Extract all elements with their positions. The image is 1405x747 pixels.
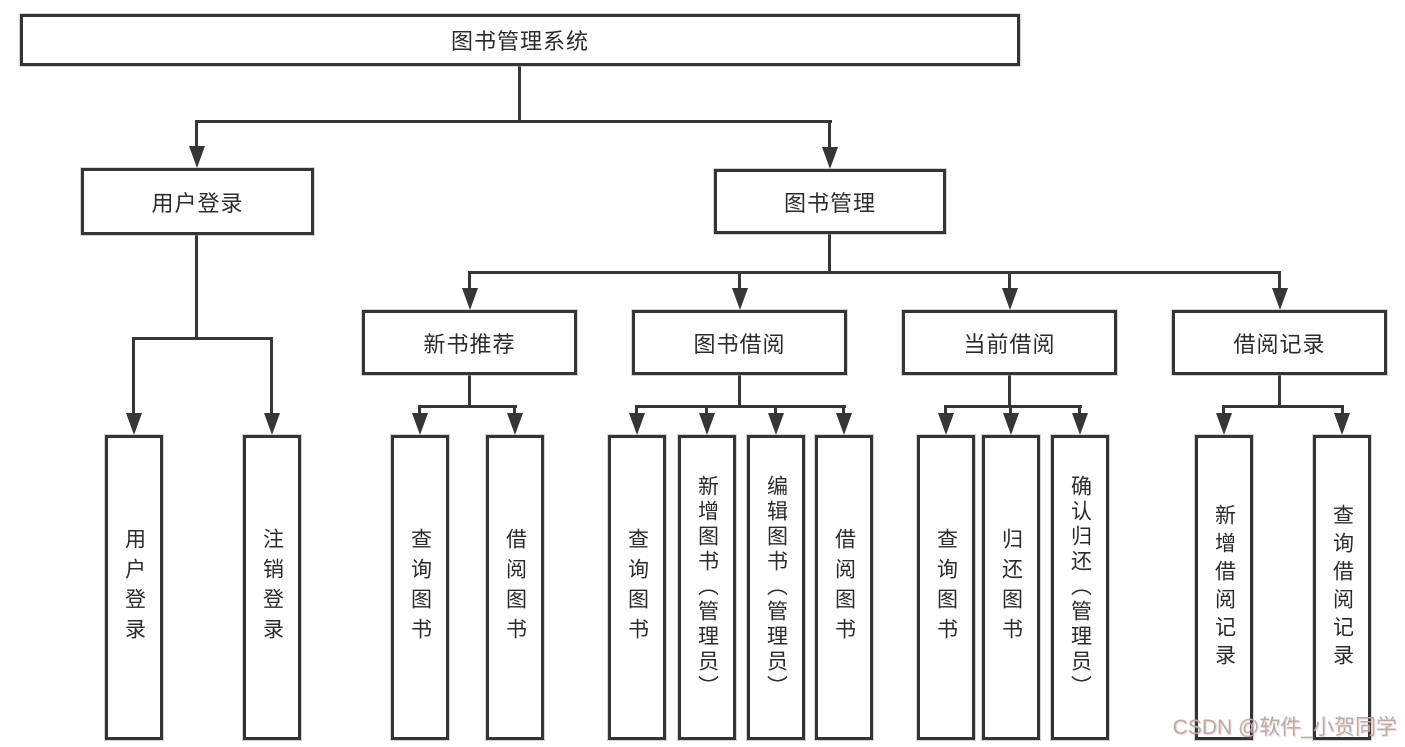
connector-line [468, 375, 471, 408]
node-borrow-records: 借阅记录 [1172, 310, 1387, 375]
arrowhead [1334, 413, 1350, 435]
connector-line [1009, 405, 1012, 417]
node-user-login: 用户登录 [81, 168, 314, 235]
leaf-return-book: 归还图书 [982, 435, 1040, 740]
arrowhead [836, 413, 852, 435]
connector-line [418, 405, 517, 408]
connector-line [738, 271, 741, 291]
leaf-user-login-label: 用户登录 [122, 527, 146, 648]
connector-line [1008, 375, 1011, 408]
arrowhead [1216, 413, 1232, 435]
arrowhead [264, 413, 280, 435]
node-new-books-label: 新书推荐 [423, 331, 516, 357]
leaf-logout: 注销登录 [243, 435, 301, 740]
leaf-borrow-book-1-label: 借阅图书 [503, 527, 527, 648]
leaf-query-book-2-label: 查询图书 [625, 527, 649, 648]
arrowhead [412, 413, 428, 435]
arrowhead [629, 413, 645, 435]
leaf-query-borrow-record-label: 查询借阅记录 [1330, 503, 1354, 672]
arrowhead [732, 288, 748, 310]
leaf-borrow-book-1: 借阅图书 [486, 435, 544, 740]
csdn-watermark: CSDN @软件_小贺同学 [1172, 716, 1397, 739]
leaf-query-book-3: 查询图书 [917, 435, 975, 740]
node-borrow-records-label: 借阅记录 [1233, 331, 1326, 357]
connector-line [195, 235, 198, 340]
node-borrowing: 图书借阅 [632, 310, 847, 375]
arrowhead [126, 413, 142, 435]
leaf-borrow-book-2: 借阅图书 [815, 435, 873, 740]
connector-line [1008, 271, 1011, 291]
arrowhead [1003, 413, 1019, 435]
connector-line [270, 337, 273, 415]
connector-line [132, 337, 273, 340]
arrowhead [699, 413, 715, 435]
connector-line [635, 405, 846, 408]
leaf-add-book: 新增图书（管理员） [678, 435, 736, 740]
leaf-query-book-1-label: 查询图书 [408, 527, 432, 648]
node-borrowing-label: 图书借阅 [693, 331, 786, 357]
leaf-return-book-label: 归还图书 [999, 527, 1023, 648]
connector-line [1278, 271, 1281, 291]
arrowhead [1072, 413, 1088, 435]
node-root: 图书管理系统 [20, 14, 1020, 66]
connector-line [468, 271, 471, 291]
leaf-add-borrow-record-label: 新增借阅记录 [1212, 503, 1236, 672]
leaf-edit-book-label: 编辑图书（管理员） [764, 475, 788, 700]
connector-line [828, 120, 831, 148]
node-current-borrow-label: 当前借阅 [963, 331, 1056, 357]
connector-line [635, 405, 638, 417]
connector-line [944, 405, 947, 417]
connector-line [132, 337, 135, 415]
connector-line [774, 405, 777, 417]
connector-line [1222, 405, 1225, 417]
leaf-add-borrow-record: 新增借阅记录 [1195, 435, 1253, 740]
connector-line [513, 405, 516, 417]
connector-line [842, 405, 845, 417]
connector-line [738, 375, 741, 408]
arrowhead [1272, 288, 1288, 310]
leaf-borrow-book-2-label: 借阅图书 [832, 527, 856, 648]
connector-line [468, 271, 1281, 274]
connector-line [195, 120, 832, 123]
leaf-user-login: 用户登录 [105, 435, 163, 740]
connector-line [195, 120, 198, 148]
connector-line [1341, 405, 1344, 417]
connector-line [1078, 405, 1081, 417]
leaf-logout-label: 注销登录 [260, 527, 284, 648]
leaf-query-book-1: 查询图书 [391, 435, 449, 740]
connector-line [518, 66, 521, 123]
arrowhead [507, 413, 523, 435]
arrowhead [938, 413, 954, 435]
leaf-add-book-label: 新增图书（管理员） [695, 475, 719, 700]
leaf-edit-book: 编辑图书（管理员） [747, 435, 805, 740]
leaf-query-book-2: 查询图书 [608, 435, 666, 740]
arrowhead [1002, 288, 1018, 310]
node-book-mgmt: 图书管理 [714, 169, 946, 234]
leaf-query-borrow-record: 查询借阅记录 [1313, 435, 1371, 740]
leaf-query-book-3-label: 查询图书 [934, 527, 958, 648]
leaf-confirm-return: 确认归还（管理员） [1051, 435, 1109, 740]
connector-line [944, 405, 1082, 408]
connector-line [1278, 375, 1281, 408]
leaf-confirm-return-label: 确认归还（管理员） [1068, 475, 1092, 700]
node-book-mgmt-label: 图书管理 [783, 190, 876, 216]
connector-line [1222, 405, 1344, 408]
node-new-books: 新书推荐 [362, 310, 577, 375]
arrowhead [462, 288, 478, 310]
connector-line [418, 405, 421, 417]
arrowhead [189, 146, 205, 168]
arrowhead [822, 147, 838, 169]
node-root-label: 图书管理系统 [450, 29, 589, 54]
connector-line [705, 405, 708, 417]
node-user-login-label: 用户登录 [151, 190, 244, 216]
connector-line [828, 234, 831, 274]
arrowhead [768, 413, 784, 435]
node-current-borrow: 当前借阅 [902, 310, 1117, 375]
